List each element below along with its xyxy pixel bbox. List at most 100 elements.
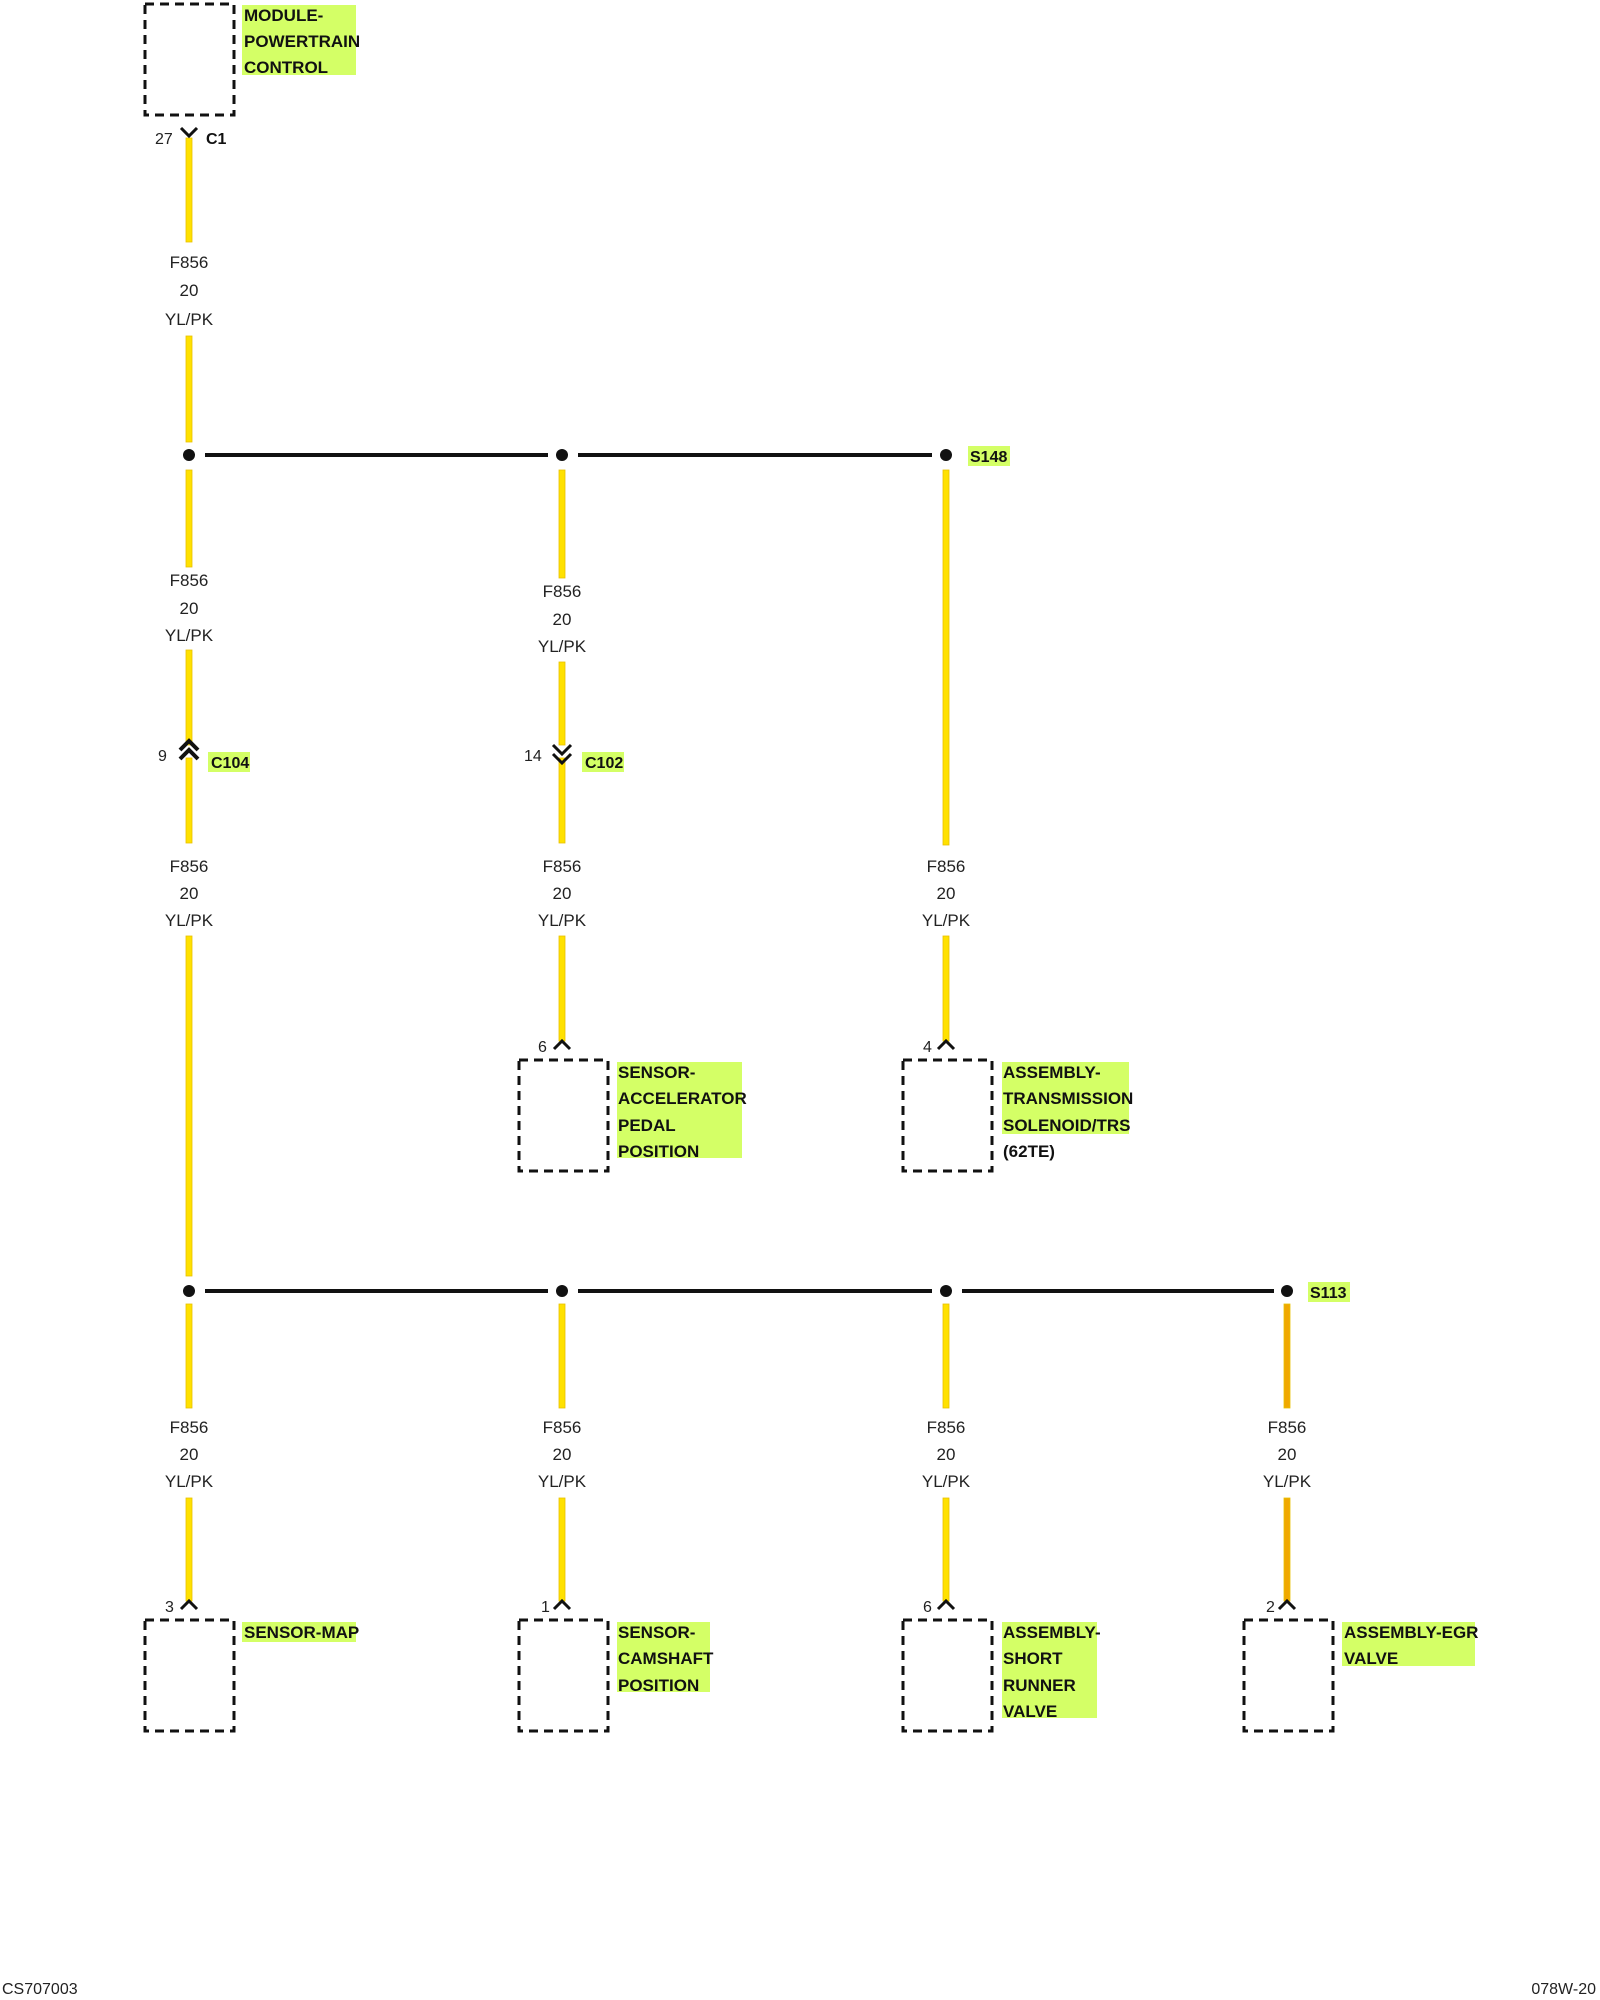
svg-text:POSITION: POSITION (618, 1142, 699, 1161)
svg-text:YL/PK: YL/PK (538, 637, 587, 656)
wire-label-s113-srv: F856 20 YL/PK (922, 1418, 971, 1491)
svg-text:SHORT: SHORT (1003, 1649, 1063, 1668)
splice-dot-s113-3 (940, 1285, 952, 1297)
svg-text:20: 20 (937, 884, 956, 903)
svg-text:F856: F856 (543, 582, 582, 601)
svg-text:POSITION: POSITION (618, 1676, 699, 1695)
pin-labels: 27 C1 9 C104 14 C102 6 4 3 1 6 2 S148 S1… (155, 131, 1347, 1616)
c104-connector-name: C104 (211, 755, 249, 772)
splice-dot-s113-2 (556, 1285, 568, 1297)
app-sensor-label: SENSOR- ACCELERATOR PEDAL POSITION (618, 1063, 747, 1161)
bus-lines (205, 453, 1274, 1293)
wire-s113-srv-upper (942, 1303, 950, 1409)
svg-text:F856: F856 (543, 1418, 582, 1437)
wire-s148-c104-lower (185, 649, 193, 746)
wire-c104-s113-lower (185, 935, 193, 1277)
wire-label-s113-cmp: F856 20 YL/PK (538, 1418, 587, 1491)
svg-text:20: 20 (180, 281, 199, 300)
wire-label-s113-map: F856 20 YL/PK (165, 1418, 214, 1491)
wire-label-s148-c102: F856 20 YL/PK (538, 582, 587, 656)
pcm-label: MODULE- POWERTRAIN CONTROL (244, 6, 360, 77)
splice-dot-s148-2 (556, 449, 568, 461)
svg-text:TRANSMISSION: TRANSMISSION (1003, 1089, 1133, 1108)
trs-pin-chevron-icon (936, 1038, 956, 1051)
splice-dot-s113-4 (1281, 1285, 1293, 1297)
svg-text:YL/PK: YL/PK (165, 310, 214, 329)
svg-text:VALVE: VALVE (1003, 1702, 1057, 1721)
svg-text:ASSEMBLY-EGR: ASSEMBLY-EGR (1344, 1623, 1478, 1642)
egr-pin-chevron-icon (1277, 1598, 1297, 1611)
svg-text:20: 20 (180, 599, 199, 618)
svg-text:20: 20 (553, 610, 572, 629)
svg-text:SOLENOID/TRS: SOLENOID/TRS (1003, 1116, 1131, 1135)
wire-s148-trs-lower (942, 935, 950, 1042)
srv-pin-number: 6 (923, 1599, 932, 1616)
c1-chevron-icon (179, 126, 199, 139)
pcm-box (143, 2, 236, 117)
svg-text:20: 20 (553, 884, 572, 903)
cmp-pin-number: 1 (541, 1599, 550, 1616)
svg-text:F856: F856 (170, 857, 209, 876)
map-pin-chevron-icon (179, 1598, 199, 1611)
svg-text:YL/PK: YL/PK (165, 626, 214, 645)
svg-text:YL/PK: YL/PK (165, 911, 214, 930)
app-pin-number: 6 (538, 1039, 547, 1056)
splice-dots (183, 449, 1293, 1297)
c104-pin-number: 9 (158, 748, 167, 765)
cmp-sensor-box (517, 1618, 610, 1733)
c102-chevron-icon-1 (551, 743, 573, 757)
svg-text:20: 20 (180, 884, 199, 903)
svg-text:(62TE): (62TE) (1003, 1142, 1055, 1161)
svg-text:YL/PK: YL/PK (538, 1472, 587, 1491)
footer-left-code: CS707003 (2, 1981, 78, 1998)
c102-connector-name: C102 (585, 755, 623, 772)
wire-pcm-upper (185, 137, 193, 243)
app-sensor-box (517, 1058, 610, 1173)
wire-s113-egr-lower (1283, 1497, 1291, 1602)
wire-pcm-lower (185, 335, 193, 443)
wire-s113-cmp-lower (558, 1497, 566, 1602)
wire-s113-map-upper (185, 1303, 193, 1409)
svg-text:F856: F856 (170, 253, 209, 272)
wire-label-s113-egr: F856 20 YL/PK (1263, 1418, 1312, 1491)
svg-text:20: 20 (1278, 1445, 1297, 1464)
wire-label-s148-trs: F856 20 YL/PK (922, 857, 971, 930)
svg-text:PEDAL: PEDAL (618, 1116, 676, 1135)
app-pin-chevron-icon (552, 1038, 572, 1051)
wire-label-s148-c104: F856 20 YL/PK (165, 571, 214, 645)
wire-s148-trs-upper (942, 469, 950, 846)
egr-assembly-box (1242, 1618, 1335, 1733)
egr-pin-number: 2 (1266, 1599, 1275, 1616)
svg-text:YL/PK: YL/PK (922, 911, 971, 930)
pcm-connector-name: C1 (206, 131, 227, 148)
wire-s148-c104-upper (185, 469, 193, 568)
wire-s113-map-lower (185, 1497, 193, 1602)
svg-text:20: 20 (553, 1445, 572, 1464)
svg-text:ASSEMBLY-: ASSEMBLY- (1003, 1063, 1101, 1082)
splice-dot-s113-1 (183, 1285, 195, 1297)
c102-pin-number: 14 (524, 748, 542, 765)
wire-label-c104-s113: F856 20 YL/PK (165, 857, 214, 930)
wire-s148-c102-upper (558, 469, 566, 579)
trs-assembly-label: ASSEMBLY- TRANSMISSION SOLENOID/TRS (62T… (1003, 1063, 1133, 1161)
svg-text:F856: F856 (170, 1418, 209, 1437)
connector-symbols (178, 126, 1297, 1611)
map-sensor-label: SENSOR-MAP (244, 1623, 359, 1642)
cmp-sensor-label: SENSOR- CAMSHAFT POSITION (618, 1623, 714, 1695)
svg-text:YL/PK: YL/PK (1263, 1472, 1312, 1491)
egr-assembly-label: ASSEMBLY-EGR VALVE (1344, 1623, 1478, 1668)
svg-text:20: 20 (937, 1445, 956, 1464)
c102-chevron-icon-2 (551, 752, 573, 766)
srv-assembly-box (901, 1618, 994, 1733)
wires (185, 137, 1291, 1602)
footer-right-code: 078W-20 (1531, 1981, 1596, 1998)
svg-text:CONTROL: CONTROL (244, 58, 328, 77)
wire-labels: F856 20 YL/PK F856 20 YL/PK F856 20 YL/P… (165, 253, 1312, 1491)
svg-text:F856: F856 (170, 571, 209, 590)
wire-s113-egr-upper (1283, 1303, 1291, 1409)
splice-s148-name: S148 (970, 449, 1007, 466)
svg-text:RUNNER: RUNNER (1003, 1676, 1076, 1695)
wire-c102-app-lower (558, 935, 566, 1042)
wire-s148-c102-lower (558, 661, 566, 746)
